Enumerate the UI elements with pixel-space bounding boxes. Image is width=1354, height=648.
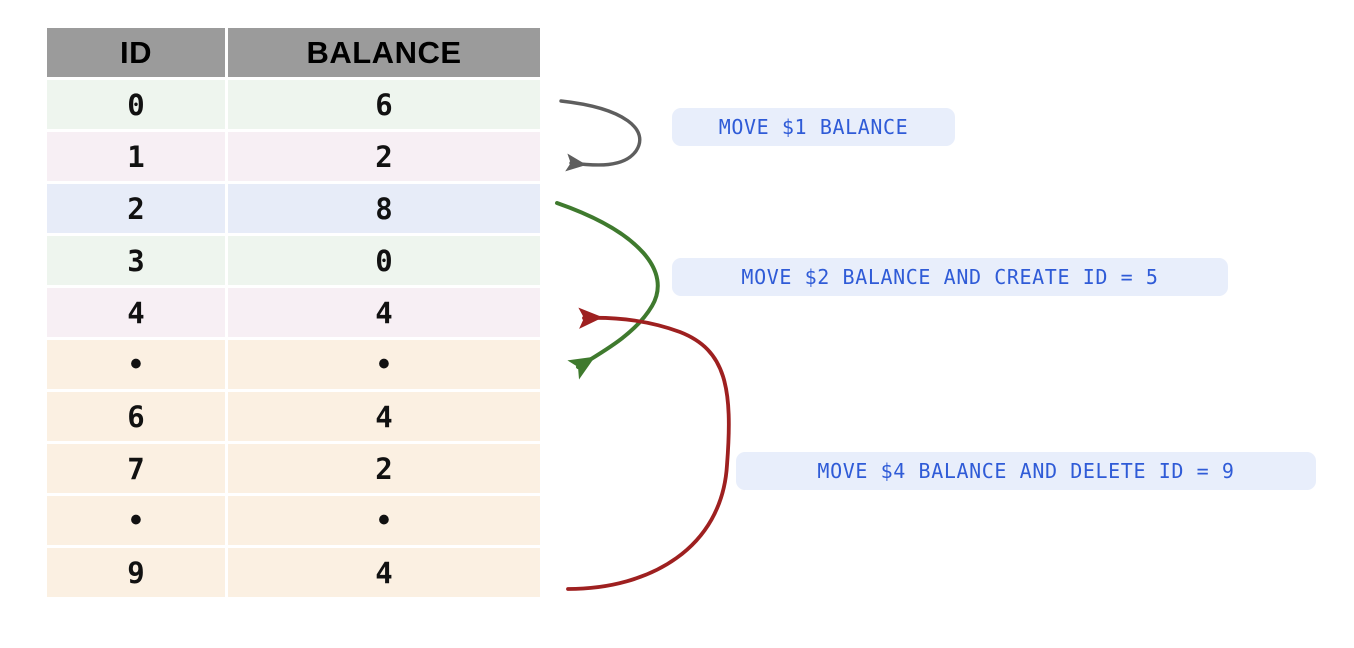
- cell-id: 7: [47, 444, 225, 493]
- table-header: ID BALANCE: [47, 28, 540, 77]
- cell-id: 3: [47, 236, 225, 285]
- cell-balance: 2: [228, 132, 540, 181]
- cell-id: 9: [47, 548, 225, 597]
- cell-id: 2: [47, 184, 225, 233]
- column-header-id: ID: [47, 28, 225, 77]
- cell-balance: 2: [228, 444, 540, 493]
- cell-id: •: [47, 340, 225, 389]
- cell-balance: •: [228, 496, 540, 545]
- annotation-label-move-2: MOVE $2 BALANCE AND CREATE ID = 5: [672, 258, 1228, 296]
- cell-balance: 4: [228, 392, 540, 441]
- cell-id: •: [47, 496, 225, 545]
- table-row: ••: [47, 496, 540, 545]
- table-header-row: ID BALANCE: [47, 28, 540, 77]
- table-row: ••: [47, 340, 540, 389]
- cell-id: 1: [47, 132, 225, 181]
- cell-id: 4: [47, 288, 225, 337]
- column-header-balance: BALANCE: [228, 28, 540, 77]
- arrow-move-1: [559, 99, 642, 172]
- annotation-label-move-4: MOVE $4 BALANCE AND DELETE ID = 9: [736, 452, 1316, 490]
- arrow-move-2: [555, 201, 660, 380]
- cell-balance: 4: [228, 548, 540, 597]
- cell-balance: •: [228, 340, 540, 389]
- cell-balance: 8: [228, 184, 540, 233]
- cell-id: 6: [47, 392, 225, 441]
- annotation-label-move-1: MOVE $1 BALANCE: [672, 108, 955, 146]
- cell-balance: 0: [228, 236, 540, 285]
- cell-id: 0: [47, 80, 225, 129]
- cell-balance: 6: [228, 80, 540, 129]
- cell-balance: 4: [228, 288, 540, 337]
- arrow-move-4: [566, 307, 731, 591]
